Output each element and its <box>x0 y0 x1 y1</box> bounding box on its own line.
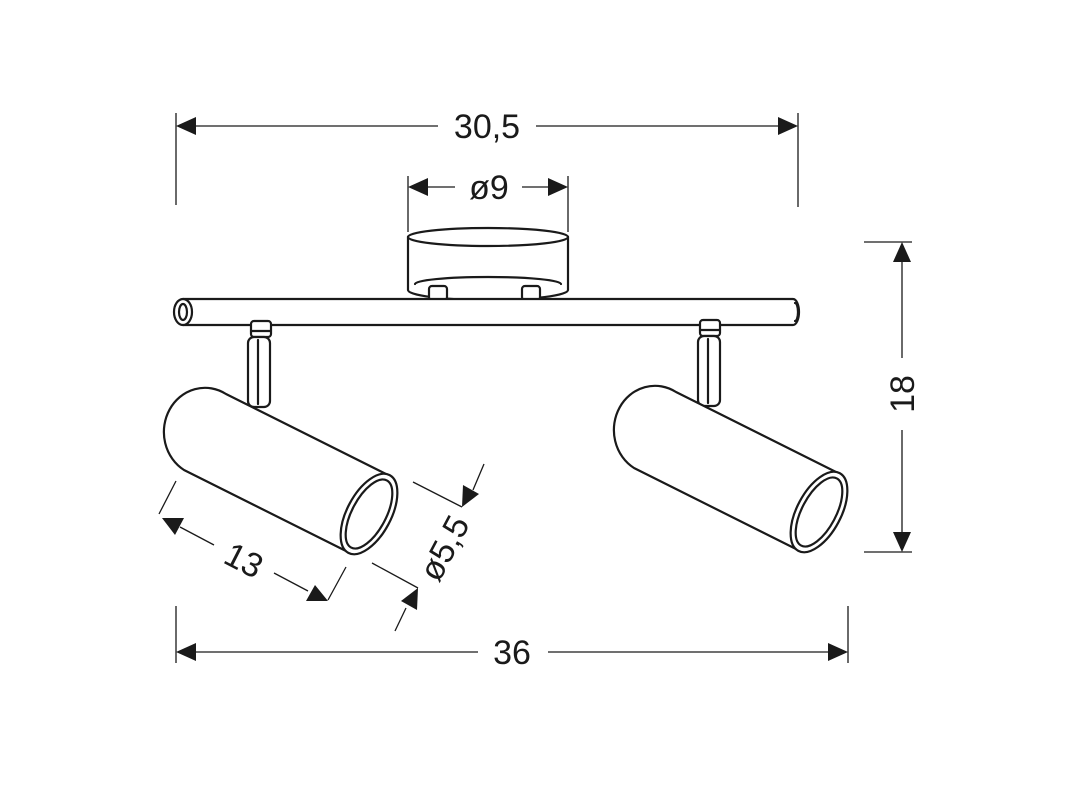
arrowhead <box>176 117 196 135</box>
left-arm <box>246 319 273 409</box>
arrowhead <box>408 178 428 196</box>
lamp-body <box>162 226 849 556</box>
dimension-canopy-diameter: ø9 <box>407 169 569 232</box>
arrowhead <box>462 485 479 507</box>
dimension-overall-width: 36 <box>175 606 849 672</box>
overall-width-label: 36 <box>493 634 531 672</box>
arrowhead <box>778 117 798 135</box>
arrowhead <box>828 643 848 661</box>
left-spotlight-shade <box>162 386 399 556</box>
arrowhead <box>401 588 418 610</box>
right-arm <box>696 318 722 408</box>
bar-length-label: 30,5 <box>454 108 520 146</box>
arrowhead <box>548 178 568 196</box>
shade-length-label: 13 <box>218 535 269 586</box>
dimension-height: 18 <box>864 241 922 553</box>
dimension-bar-length: 30,5 <box>175 108 799 207</box>
ceiling-canopy <box>406 226 570 302</box>
arrowhead <box>176 643 196 661</box>
right-spotlight-shade <box>612 384 849 554</box>
canopy-diameter-label: ø9 <box>469 169 509 207</box>
height-label: 18 <box>884 375 922 413</box>
arrowhead <box>893 532 911 552</box>
arrowhead <box>893 242 911 262</box>
arrowhead <box>162 518 184 535</box>
mounting-bar <box>172 297 801 327</box>
arrowhead <box>306 585 328 601</box>
shade-diameter-label: ø5,5 <box>412 510 477 588</box>
